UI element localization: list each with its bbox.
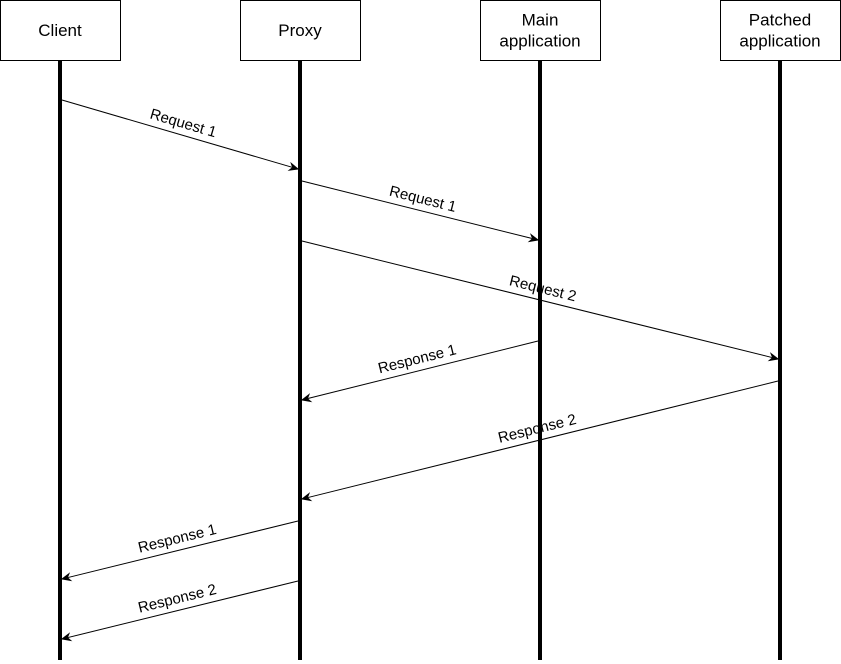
participant-client: Client — [0, 0, 121, 61]
participant-box — [480, 0, 601, 61]
lifelines — [58, 60, 782, 660]
participant-label: Proxy — [278, 21, 322, 40]
message-arrowhead — [60, 632, 73, 642]
participant-patched: Patched application — [720, 0, 841, 61]
message-6: Response 1 — [60, 520, 299, 582]
message-7: Response 2 — [60, 580, 299, 642]
participant-label: Patched — [749, 11, 811, 30]
participant-proxy: Proxy — [240, 0, 361, 61]
message-arrow-line — [67, 520, 299, 579]
message-arrow-line — [67, 580, 299, 639]
message-arrowhead — [767, 352, 780, 362]
participant-boxes: Client Proxy Main application Patched applica… — [0, 0, 841, 61]
participant-label: application — [499, 32, 580, 51]
message-1: Request 1 — [61, 99, 300, 171]
message-arrow-line — [307, 340, 539, 400]
message-2: Request 1 — [301, 180, 540, 243]
participant-label: application — [739, 32, 820, 51]
message-arrow-line — [301, 180, 533, 240]
participant-label: Client — [38, 21, 82, 40]
participant-main: Main application — [480, 0, 601, 61]
message-label: Response 1 — [136, 521, 218, 557]
message-arrowhead — [527, 233, 540, 243]
message-arrow-line — [307, 380, 779, 499]
participant-label: Main — [522, 11, 559, 30]
message-label: Response 2 — [136, 581, 218, 617]
message-arrow-line — [61, 99, 293, 168]
participant-box — [0, 0, 121, 61]
message-label: Response 2 — [496, 411, 578, 447]
message-label: Response 1 — [376, 341, 458, 377]
message-arrowhead — [287, 161, 300, 171]
message-arrowhead — [300, 393, 313, 403]
participant-box — [720, 0, 841, 61]
message-4: Response 1 — [300, 340, 539, 403]
message-arrowhead — [300, 492, 313, 502]
message-arrow-line — [301, 240, 773, 359]
message-arrowhead — [60, 572, 73, 582]
participant-box — [240, 0, 361, 61]
